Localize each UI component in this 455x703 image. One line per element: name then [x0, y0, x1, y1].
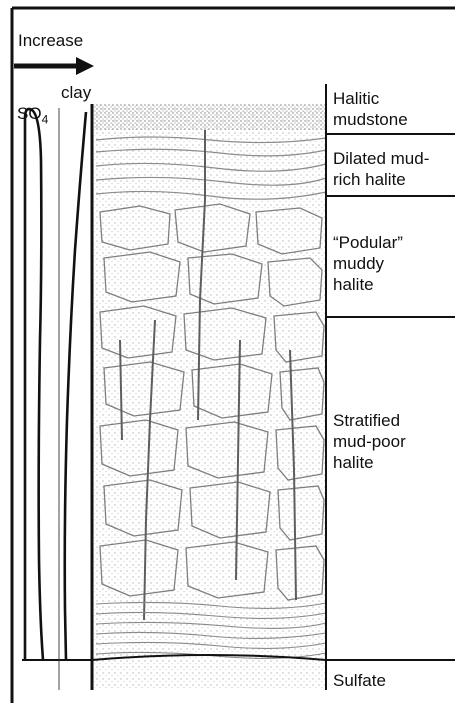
so4-label: SO4	[17, 82, 48, 130]
unit-label-halitic-mudstone: Halitic mudstone	[333, 88, 408, 130]
so4-label-text: SO	[17, 104, 42, 123]
clay-label: clay	[61, 82, 91, 103]
unit-label-dilated-mud-rich-halite: Dilated mud- rich halite	[333, 148, 429, 190]
increase-arrow-icon	[14, 57, 94, 75]
unit-label-stratified-mud-poor-halite: Stratified mud-poor halite	[333, 410, 406, 473]
unit-label-podular-muddy-halite: “Podular” muddy halite	[333, 232, 403, 295]
unit-label-sulfate: Sulfate	[333, 670, 386, 691]
so4-subscript: 4	[42, 112, 49, 126]
trend-column	[22, 104, 92, 690]
core-image	[94, 104, 326, 690]
mudstone-band-texture	[94, 104, 326, 130]
clay-trend-curve	[65, 112, 86, 660]
so4-trend-curve	[25, 109, 43, 660]
trend-increase-label: Increase	[18, 30, 83, 51]
